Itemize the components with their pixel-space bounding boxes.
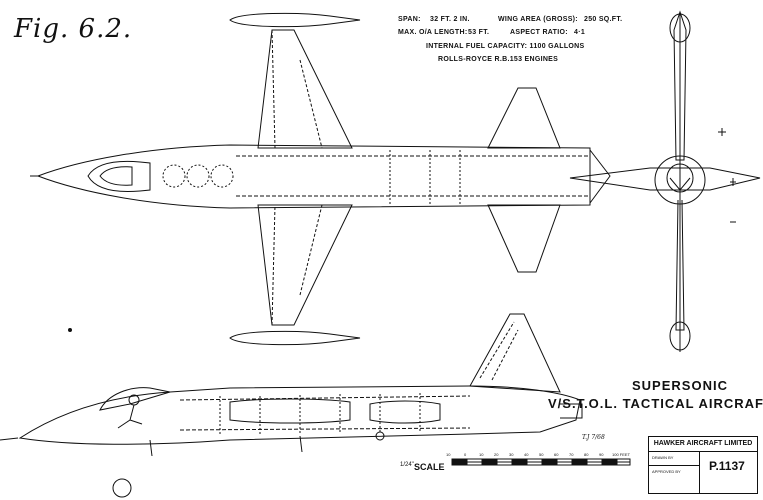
- scale-tick: 30: [509, 452, 514, 457]
- title-line2: V/S.T.O.L. TACTICAL AIRCRAFT: [548, 396, 763, 411]
- drawn-by-label: DRAWN BY: [652, 455, 674, 460]
- approved-by-label: APPROVED BY: [652, 469, 681, 474]
- span-label: SPAN:: [398, 16, 421, 23]
- length-label: MAX. O/A LENGTH:: [398, 29, 468, 36]
- side-fuselage: [18, 385, 581, 445]
- title-line1: SUPERSONIC: [632, 378, 728, 393]
- scale-tick: 10: [446, 452, 451, 457]
- side-nozzle: [560, 403, 583, 419]
- front-fin: [673, 10, 687, 161]
- plan-tip-pod-lower: [229, 330, 361, 346]
- aspect-value: 4·1: [574, 29, 586, 36]
- plan-tank: [186, 164, 210, 188]
- scale-tick: 10: [479, 452, 484, 457]
- side-view: [0, 313, 583, 457]
- plan-wing-upper: [257, 29, 353, 149]
- plan-tailplane-lower: [487, 204, 561, 273]
- side-engine: [229, 398, 351, 424]
- figure-label: Fig. 6.2.: [14, 14, 133, 44]
- aspect-label: ASPECT RATIO:: [510, 29, 568, 36]
- corner-mark: [112, 478, 132, 498]
- scale-tick: 100 FEET: [612, 452, 631, 457]
- front-tip-pod-upper: [669, 13, 691, 43]
- side-fin: [469, 313, 561, 393]
- plan-tailplane-upper: [487, 87, 561, 149]
- wing-area-label: WING AREA (GROSS):: [498, 16, 578, 23]
- side-engine: [369, 400, 441, 424]
- front-tip-pod-lower: [669, 321, 691, 351]
- fuel-capacity: INTERNAL FUEL CAPACITY: 1100 GALLONS: [426, 43, 585, 50]
- front-view: [569, 10, 761, 352]
- scale-tick: 40: [524, 452, 529, 457]
- scale-fraction: 1/24": [400, 462, 414, 468]
- scale-tick: 20: [494, 452, 499, 457]
- scale-tick: 80: [584, 452, 589, 457]
- engines-note: ROLLS-ROYCE R.B.153 ENGINES: [438, 56, 559, 63]
- title-block: HAWKER AIRCRAFT LIMITED DRAWN BY APPROVE…: [648, 436, 758, 494]
- drawing-reference: T.J 7/68: [582, 434, 605, 441]
- scale-tick: 90: [599, 452, 604, 457]
- scale-label: SCALE: [414, 462, 445, 472]
- project-number: P.1137: [709, 459, 745, 473]
- plan-tank: [162, 164, 186, 188]
- front-wing: [569, 167, 761, 191]
- plan-tip-pod-upper: [229, 12, 361, 28]
- plan-wing-lower: [257, 204, 353, 326]
- scale-tick: 50: [539, 452, 544, 457]
- length-value: 53 FT.: [468, 29, 490, 36]
- wing-area-value: 250 SQ.FT.: [584, 16, 623, 23]
- span-value: 32 FT. 2 IN.: [430, 16, 470, 23]
- company-name: HAWKER AIRCRAFT LIMITED: [653, 440, 753, 447]
- scale-tick: 60: [554, 452, 559, 457]
- plan-canopy: [87, 160, 151, 193]
- side-canopy: [99, 387, 171, 411]
- plan-fuselage: [36, 144, 591, 209]
- plan-tank: [210, 164, 234, 188]
- scale-tick: 0: [464, 452, 467, 457]
- scale-bar: [451, 458, 631, 466]
- scale-tick: 70: [569, 452, 574, 457]
- plan-view: [30, 12, 611, 346]
- front-fuselage: [654, 155, 706, 205]
